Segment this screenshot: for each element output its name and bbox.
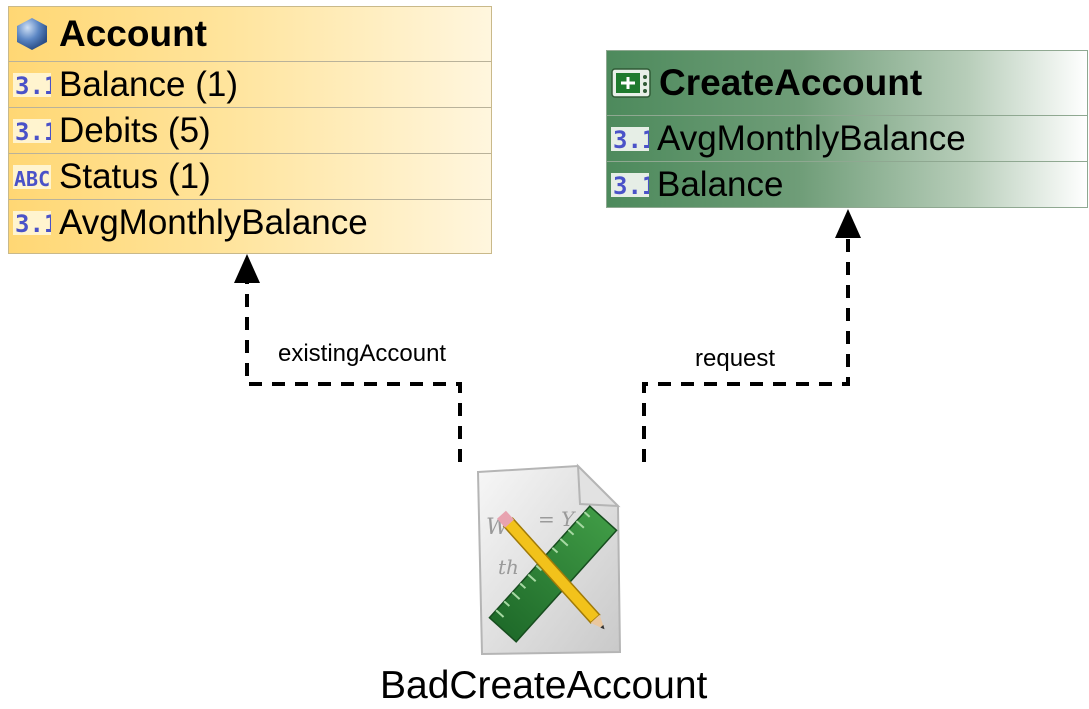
- process-screen-icon: [611, 68, 651, 98]
- account-title: Account: [59, 13, 207, 54]
- numeric-attribute-icon: 3.1: [13, 72, 51, 100]
- svg-text:3.1: 3.1: [613, 172, 649, 200]
- attribute-label: AvgMonthlyBalance: [657, 118, 966, 158]
- attribute-label: Debits (5): [59, 110, 211, 150]
- create-account-attribute-row[interactable]: 3.1 Balance: [607, 161, 1087, 207]
- svg-text:3.1: 3.1: [15, 118, 51, 146]
- svg-text:ABC: ABC: [14, 167, 50, 191]
- numeric-attribute-icon: 3.1: [13, 210, 51, 238]
- create-account-entity[interactable]: CreateAccount 3.1 AvgMonthlyBalance 3.1 …: [606, 50, 1088, 208]
- account-attribute-row[interactable]: 3.1 Balance (1): [9, 61, 491, 107]
- svg-text:3.1: 3.1: [15, 210, 51, 238]
- account-attribute-row[interactable]: 3.1 AvgMonthlyBalance: [9, 199, 491, 245]
- account-attribute-row[interactable]: 3.1 Debits (5): [9, 107, 491, 153]
- rule-document-icon[interactable]: W = Y th: [468, 462, 638, 658]
- connector-existing-account[interactable]: [245, 282, 462, 462]
- connector-label-request: request: [695, 345, 776, 372]
- numeric-attribute-icon: 3.1: [13, 118, 51, 146]
- connector-label-existing-account: existingAccount: [278, 340, 447, 367]
- entity-sphere-icon: [17, 18, 47, 50]
- svg-text:th: th: [498, 555, 519, 579]
- numeric-attribute-icon: 3.1: [611, 126, 649, 154]
- attribute-label: Balance (1): [59, 64, 238, 104]
- attribute-label: Balance: [657, 164, 784, 204]
- svg-text:3.1: 3.1: [613, 126, 649, 154]
- svg-text:3.1: 3.1: [15, 72, 51, 100]
- numeric-attribute-icon: 3.1: [611, 172, 649, 200]
- arrowhead-create-account: [835, 209, 861, 238]
- create-account-title-row: CreateAccount: [607, 51, 1087, 115]
- account-attribute-row[interactable]: ABC Status (1): [9, 153, 491, 199]
- account-title-row: Account: [9, 7, 491, 61]
- svg-text:= Y: = Y: [538, 507, 576, 531]
- text-attribute-icon: ABC: [13, 164, 51, 191]
- arrowhead-account: [234, 254, 260, 283]
- rule-name: BadCreateAccount: [380, 664, 708, 707]
- attribute-label: Status (1): [59, 156, 211, 196]
- create-account-attribute-row[interactable]: 3.1 AvgMonthlyBalance: [607, 115, 1087, 161]
- connector-request[interactable]: [642, 238, 850, 462]
- account-entity[interactable]: Account 3.1 Balance (1) 3.1 Debits (5) A…: [8, 6, 492, 254]
- attribute-label: AvgMonthlyBalance: [59, 202, 368, 242]
- create-account-title: CreateAccount: [659, 62, 923, 103]
